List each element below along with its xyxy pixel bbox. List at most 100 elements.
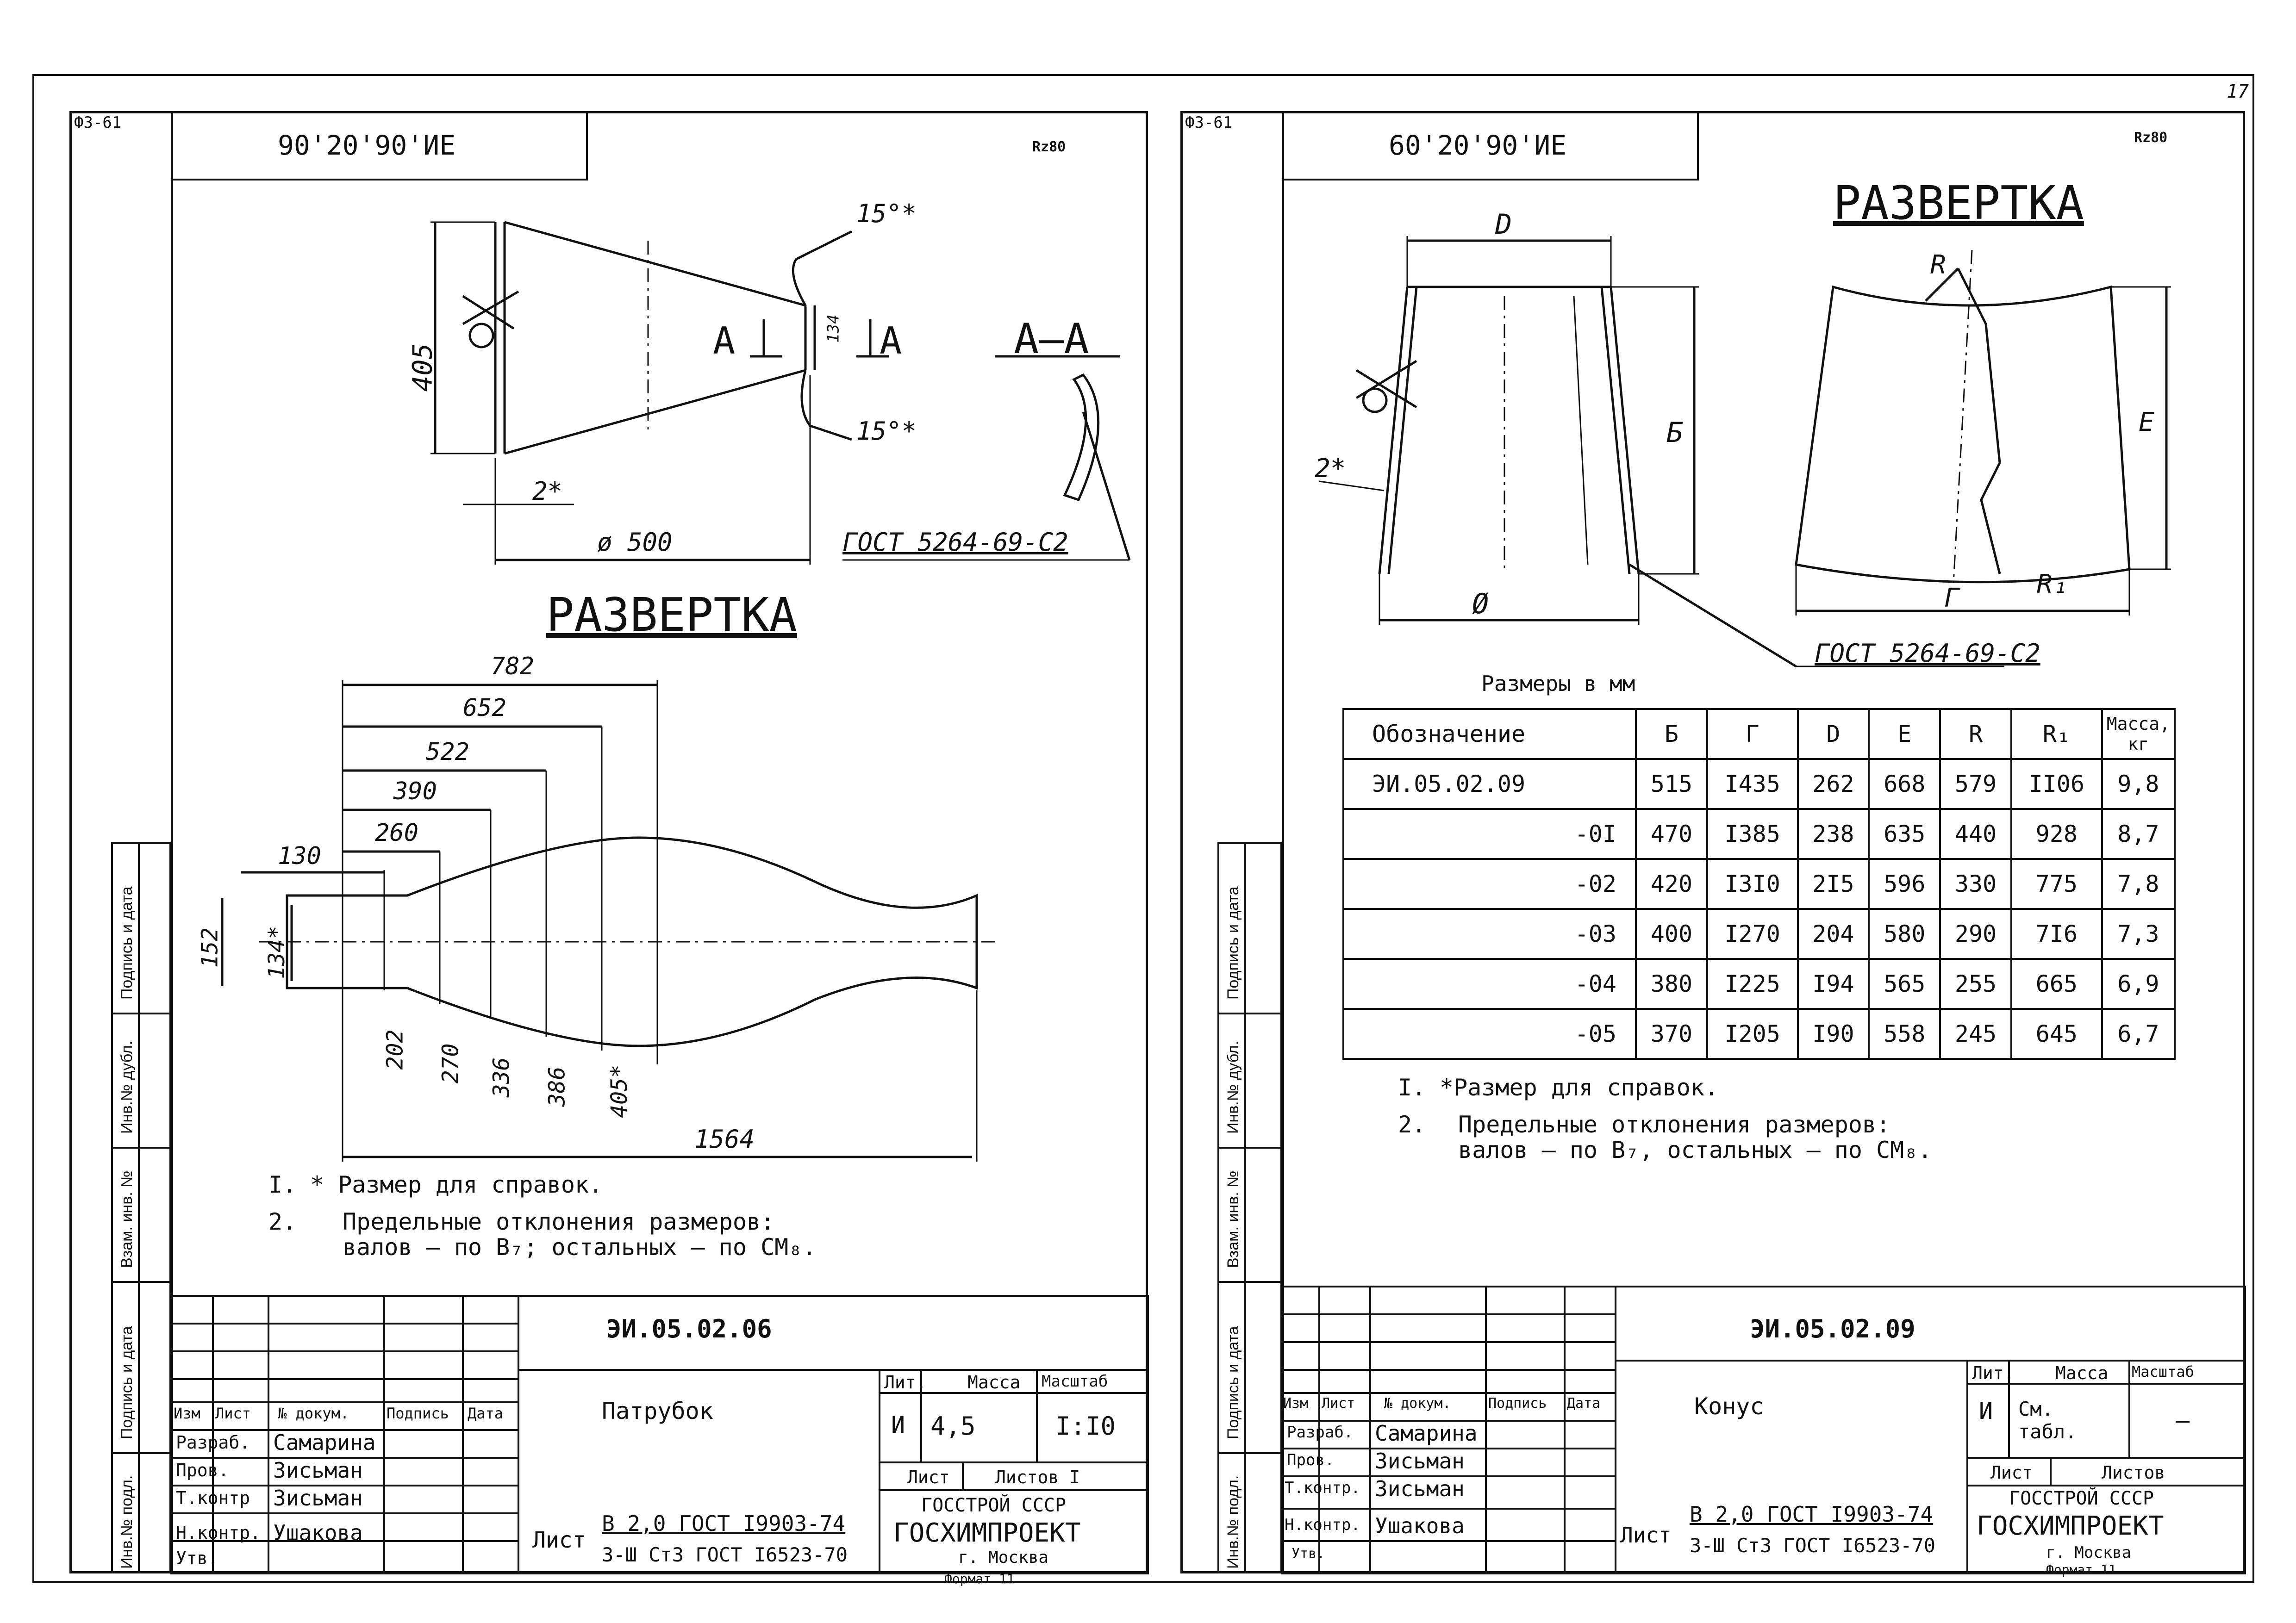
right-side-label-1: Подпись и дата	[1224, 886, 1242, 1000]
right-role-utv: Утв.	[1292, 1546, 1325, 1562]
right-hdr-doc: № докум.	[1384, 1395, 1451, 1412]
left-note-2-text: Предельные отклонения размеров:	[343, 1208, 775, 1235]
right-role-tkontr: Т.контр.	[1285, 1479, 1360, 1497]
table-cell: 238	[1797, 808, 1870, 860]
left-mass-value: 4,5	[930, 1412, 976, 1441]
table-row: -02 420 I3I0 2I5 596 330 775 7,8	[1342, 858, 2176, 910]
right-format: Формат 11	[2046, 1562, 2116, 1577]
right-roughness-label: Rz80	[2134, 130, 2168, 146]
left-person-razrab: Самарина	[273, 1430, 376, 1455]
table-cell: I205	[1706, 1008, 1799, 1060]
right-scale-label: Масштаб	[2132, 1363, 2194, 1380]
dim-phi500-label: ø 500	[597, 528, 673, 557]
left-note-2-num: 2.	[268, 1208, 297, 1235]
left-org-line3: г. Москва	[958, 1548, 1049, 1567]
left-list-word: Лист	[532, 1527, 586, 1553]
table-cell: 645	[2010, 1008, 2103, 1060]
left-hdr-list: Лист	[215, 1405, 251, 1422]
table-cell: 400	[1635, 908, 1708, 960]
table-cell: I90	[1797, 1008, 1870, 1060]
left-top-code: 90'20'90'ИЕ	[278, 130, 456, 161]
section-mark-left: А	[713, 319, 736, 362]
right-doc-code: ЭИ.05.02.09	[1750, 1314, 1915, 1343]
right-mass-label: Масса	[2055, 1363, 2109, 1383]
table-cell: I435	[1706, 758, 1799, 810]
right-mass-value: См. табл.	[2018, 1398, 2077, 1443]
table-cell: -05	[1342, 1008, 1637, 1060]
table-cell: 7I6	[2010, 908, 2103, 960]
table-cell: 6,7	[2101, 1008, 2176, 1060]
outer-frame	[32, 74, 2254, 1583]
right-org-line3: г. Москва	[2046, 1543, 2132, 1562]
left-org-line1: ГОССТРОЙ СССР	[921, 1495, 1067, 1516]
table-cell: 330	[1939, 858, 2012, 910]
table-cell: 580	[1868, 908, 1941, 960]
right-role-prov: Пров.	[1287, 1451, 1335, 1469]
right-format-code: Ф3-61	[1185, 113, 1233, 132]
section-a-a-title: А–А	[1014, 315, 1089, 363]
left-person-prov: Зисьман	[273, 1458, 363, 1483]
table-cell: 515	[1635, 758, 1708, 810]
table-header-cell: R	[1939, 708, 2012, 760]
table-cell: 440	[1939, 808, 2012, 860]
right-note-1-num: I.	[1398, 1074, 1426, 1101]
table-header-cell: Обозначение	[1342, 708, 1637, 760]
left-hdr-izm: Изм	[174, 1405, 200, 1422]
left-material-line1: В 2,0 ГОСТ I9903-74	[602, 1511, 846, 1536]
left-person-tkontr: Зисьман	[273, 1486, 363, 1511]
right-person-prov: Зисьман	[1375, 1449, 1465, 1474]
left-weld-standard: ГОСТ 5264-69-С2	[842, 528, 1068, 557]
left-org-line2: ГОСХИМПРОЕКТ	[893, 1518, 1081, 1548]
table-caption: Размеры в мм	[1481, 671, 1635, 696]
right-top-code: 60'20'90'ИЕ	[1389, 130, 1567, 161]
table-cell: 596	[1868, 858, 1941, 910]
left-lit-value: И	[891, 1412, 905, 1438]
table-cell: 420	[1635, 858, 1708, 910]
left-roughness-label: Rz80	[1032, 139, 1066, 155]
table-header-row: Обозначение Б Г D Е R R₁ Масса, кг	[1342, 708, 2176, 760]
dev-dim-390: 390	[393, 777, 437, 805]
table-row: ЭИ.05.02.09 515 I435 262 668 579 II06 9,…	[1342, 758, 2176, 810]
left-top-code-box	[171, 111, 588, 180]
right-hdr-izm: Изм	[1283, 1395, 1309, 1412]
left-development-title: РАЗВЕРТКА	[546, 588, 797, 642]
left-mass-label: Масса	[967, 1372, 1021, 1393]
right-sheet-label: Лист	[1990, 1462, 2033, 1483]
right-hdr-sign: Подпись	[1488, 1395, 1547, 1412]
table-cell: I3I0	[1706, 858, 1799, 910]
table-header-cell: Масса, кг	[2101, 708, 2176, 760]
table-cell: 7,8	[2101, 858, 2176, 910]
right-note-2-num: 2.	[1398, 1111, 1426, 1138]
left-format-code: Ф3-61	[74, 113, 122, 132]
dim-2-label: 2*	[532, 477, 563, 506]
table-cell: I225	[1706, 958, 1799, 1010]
left-scale-label: Масштаб	[1042, 1372, 1108, 1391]
right-part-name: Конус	[1694, 1393, 1764, 1420]
right-person-razrab: Самарина	[1375, 1421, 1478, 1446]
right-lit-label: Лит.	[1972, 1363, 2015, 1383]
cone-label-b: Б	[1666, 417, 1684, 449]
left-role-nkontr: Н.контр.	[176, 1523, 261, 1543]
table-cell: 262	[1797, 758, 1870, 810]
right-top-code-box	[1282, 111, 1699, 180]
table-cell: 370	[1635, 1008, 1708, 1060]
table-header-cell: D	[1797, 708, 1870, 760]
table-cell: 7,3	[2101, 908, 2176, 960]
dev-dim-260: 260	[375, 819, 418, 847]
angle-bottom-label: 15°*	[856, 417, 917, 446]
left-role-prov: Пров.	[176, 1460, 229, 1480]
table-cell: 470	[1635, 808, 1708, 860]
table-cell: 665	[2010, 958, 2103, 1010]
left-note-1-num: I.	[268, 1171, 297, 1198]
left-material-line2: 3-Ш Ст3 ГОСТ I6523-70	[602, 1543, 848, 1566]
left-hdr-date: Дата	[468, 1405, 504, 1422]
table-header-cell: Б	[1635, 708, 1708, 760]
right-lit-value: И	[1979, 1398, 1993, 1424]
table-row: -04 380 I225 I94 565 255 665 6,9	[1342, 958, 2176, 1010]
table-header-cell: R₁	[2010, 708, 2103, 760]
right-person-tkontr: Зисьман	[1375, 1476, 1465, 1501]
left-person-nkontr: Ушакова	[273, 1520, 363, 1545]
